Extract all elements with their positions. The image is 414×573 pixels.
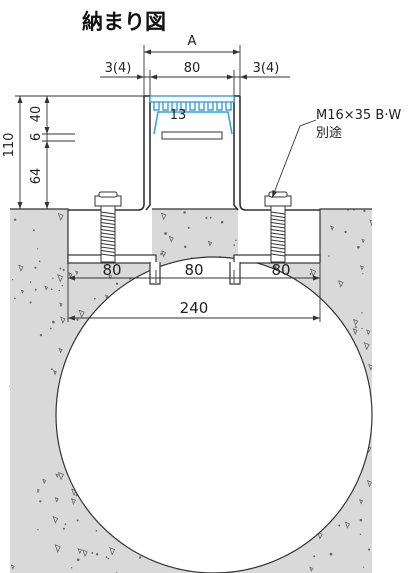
- dim-a: A: [188, 34, 197, 49]
- dimension-arrows: [17, 49, 320, 321]
- grating-seat: [161, 131, 223, 140]
- dim-h-mid: 6: [29, 133, 44, 141]
- diagram-title: 納まり図: [82, 10, 166, 34]
- dimension-lines: [15, 45, 321, 322]
- anchor-bolt-right: [264, 191, 292, 263]
- dim-base-left: 80: [102, 261, 121, 279]
- grating: [149, 95, 235, 140]
- dim-width-top: 80: [184, 61, 201, 76]
- anchor-bolt-left: [94, 191, 122, 263]
- dim-inner: 13: [170, 108, 187, 123]
- dim-gap-left: 3(4): [105, 61, 132, 76]
- dim-total-height: 110: [2, 133, 17, 158]
- dim-base-mid: 80: [184, 261, 203, 279]
- grating-teeth: [153, 102, 232, 111]
- callout-bolt-spec: M16×35 B·W: [316, 108, 401, 123]
- grating-bearing-bar: [153, 111, 233, 135]
- pipe-opening: [55, 256, 373, 573]
- channel-frame: [68, 95, 320, 211]
- dim-gap-right: 3(4): [253, 61, 280, 76]
- concrete-body: [9, 209, 373, 573]
- dim-h-top: 40: [29, 106, 44, 123]
- dim-h-bot: 64: [29, 168, 44, 185]
- dim-pipe-width: 240: [180, 299, 209, 317]
- dim-base-right: 80: [271, 261, 290, 279]
- callout-separate: 別途: [316, 125, 342, 141]
